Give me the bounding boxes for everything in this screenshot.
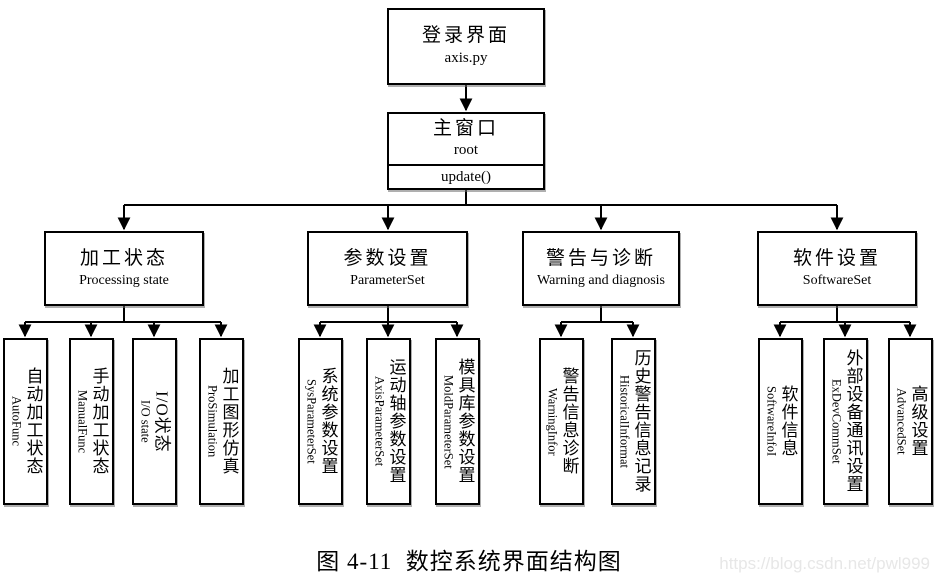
leaf-label-en: WarningInfor xyxy=(545,387,560,456)
leaf-label-en: ExDevCommSet xyxy=(829,379,844,464)
main-window-method: update() xyxy=(389,164,543,188)
leaf-label-zh: 模具库参数设置 xyxy=(455,358,475,485)
node-login: 登录界面 axis.py xyxy=(387,8,545,85)
branch-title: 警告与诊断 xyxy=(545,247,656,269)
leaf-historicalinformat: 历史警告信息记录 HistoricalInformat xyxy=(611,338,656,505)
watermark-url: https://blog.csdn.net/pwl999 xyxy=(719,554,930,573)
node-main-window: 主窗口 root update() xyxy=(387,112,545,190)
leaf-text: 高级设置 AdvancedSet xyxy=(894,342,928,500)
leaf-text: 软件信息 SoftwareInfoI xyxy=(764,342,798,500)
leaf-advancedset: 高级设置 AdvancedSet xyxy=(888,338,933,505)
leaf-label-en: MoldParameterSet xyxy=(441,374,456,469)
leaf-text: 手动加工状态 ManualFunc xyxy=(75,342,109,500)
branch-parameterset: 参数设置 ParameterSet xyxy=(307,231,468,306)
leaf-label-zh: 加工图形仿真 xyxy=(219,367,239,476)
branch-subtitle: Processing state xyxy=(79,272,169,288)
leaf-text: 自动加工状态 AutoFunc xyxy=(9,342,43,500)
leaf-exdevcommset: 外部设备通讯设置 ExDevCommSet xyxy=(823,338,868,505)
leaf-prosimulation: 加工图形仿真 ProSimulation xyxy=(199,338,244,505)
leaf-manualfunc: 手动加工状态 ManualFunc xyxy=(69,338,114,505)
branch-subtitle: ParameterSet xyxy=(350,272,425,288)
leaf-label-zh: 软件信息 xyxy=(778,385,798,458)
main-window-subtitle: root xyxy=(453,142,479,159)
leaf-label-en: ProSimulation xyxy=(205,385,220,458)
leaf-label-en: SoftwareInfoI xyxy=(764,386,779,457)
leaf-text: 模具库参数设置 MoldParameterSet xyxy=(441,342,475,500)
leaf-label-zh: 高级设置 xyxy=(908,385,928,458)
leaf-label-zh: 运动轴参数设置 xyxy=(386,358,406,485)
branch-processing-state: 加工状态 Processing state xyxy=(44,231,204,306)
leaf-axisparameterset: 运动轴参数设置 AxisParameterSet xyxy=(366,338,411,505)
leaf-label-zh: 历史警告信息记录 xyxy=(631,349,651,494)
figure-caption: 图 4-11 数控系统界面结构图 xyxy=(316,549,622,574)
branch-subtitle: SoftwareSet xyxy=(802,272,872,288)
leaf-label-en: AdvancedSet xyxy=(894,388,909,455)
main-window-title: 主窗口 xyxy=(432,118,499,140)
main-window-header: 主窗口 root xyxy=(389,114,543,164)
leaf-text: 系统参数设置 SysParameterSet xyxy=(304,342,338,500)
leaf-label-zh: I/O状态 xyxy=(152,390,172,453)
leaf-label-en: SysParameterSet xyxy=(304,379,319,464)
leaf-label-en: I/O state xyxy=(138,400,153,443)
leaf-text: 运动轴参数设置 AxisParameterSet xyxy=(372,342,406,500)
branch-softwareset: 软件设置 SoftwareSet xyxy=(757,231,917,306)
leaf-label-en: ManualFunc xyxy=(75,389,90,454)
leaf-label-en: AxisParameterSet xyxy=(372,376,387,467)
branch-title: 软件设置 xyxy=(792,247,881,269)
leaf-autofunc: 自动加工状态 AutoFunc xyxy=(3,338,48,505)
branch-warning-diagnosis: 警告与诊断 Warning and diagnosis xyxy=(522,231,680,306)
login-subtitle: axis.py xyxy=(444,50,488,67)
leaf-warninginfor: 警告信息诊断 WarningInfor xyxy=(539,338,584,505)
leaf-text: I/O状态 I/O state xyxy=(138,342,172,500)
branch-title: 参数设置 xyxy=(343,247,432,269)
branch-title: 加工状态 xyxy=(79,247,168,269)
leaf-text: 外部设备通讯设置 ExDevCommSet xyxy=(829,342,863,500)
leaf-io-state: I/O状态 I/O state xyxy=(132,338,177,505)
leaf-text: 加工图形仿真 ProSimulation xyxy=(205,342,239,500)
leaf-label-en: AutoFunc xyxy=(9,396,24,447)
leaf-text: 历史警告信息记录 HistoricalInformat xyxy=(617,342,651,500)
leaf-text: 警告信息诊断 WarningInfor xyxy=(545,342,579,500)
branch-subtitle: Warning and diagnosis xyxy=(537,272,665,288)
leaf-label-zh: 自动加工状态 xyxy=(23,367,43,476)
leaf-label-en: HistoricalInformat xyxy=(617,374,632,468)
leaf-label-zh: 警告信息诊断 xyxy=(559,367,579,476)
leaf-label-zh: 手动加工状态 xyxy=(89,367,109,476)
leaf-label-zh: 系统参数设置 xyxy=(318,367,338,476)
leaf-sysparameterset: 系统参数设置 SysParameterSet xyxy=(298,338,343,505)
login-title: 登录界面 xyxy=(421,25,510,47)
leaf-softwareinfo: 软件信息 SoftwareInfoI xyxy=(758,338,803,505)
leaf-moldparameterset: 模具库参数设置 MoldParameterSet xyxy=(435,338,480,505)
leaf-label-zh: 外部设备通讯设置 xyxy=(843,349,863,494)
